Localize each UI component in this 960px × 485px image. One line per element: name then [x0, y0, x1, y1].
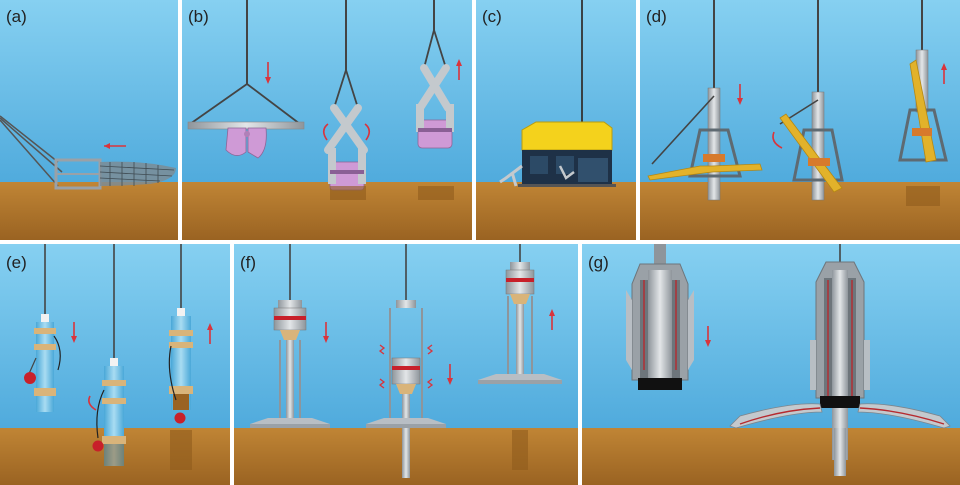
arrow-down-f1-head [323, 336, 329, 343]
arrow-left-head [104, 143, 110, 149]
multicorer-landing [250, 244, 330, 428]
multicorer-ascending [478, 244, 562, 384]
panel-a-label: (a) [6, 7, 27, 26]
trawl-cables [0, 115, 63, 187]
panel-d-label: (d) [646, 7, 667, 26]
gravity-corer-descending [24, 244, 61, 412]
panel-f-label: (f) [240, 253, 256, 272]
panel-c-label: (c) [482, 7, 502, 26]
panel-d: (d) [640, 0, 960, 240]
grab-closed-ascending [416, 0, 454, 149]
trawl-net [99, 161, 176, 186]
sediment-hole-f [512, 430, 528, 470]
arrow-up-d-head [941, 63, 947, 70]
arrow-down-e-head [71, 336, 77, 343]
arrow-down-b-head [265, 77, 271, 84]
arrow-down-d-head [737, 98, 743, 105]
panel-c: (c) [476, 0, 636, 240]
grab-closing [324, 0, 368, 191]
rov-vehicle [499, 121, 616, 187]
panel-a-sediment [0, 182, 178, 240]
panel-g-label: (g) [588, 253, 609, 272]
panel-g: (g) [582, 244, 960, 485]
arrow-up-e-head [207, 323, 213, 330]
scoop-grab-descending [647, 0, 763, 201]
arrow-curve-right-b [364, 123, 371, 141]
panel-g-sediment [582, 428, 960, 485]
sediment-shadow-b [330, 186, 366, 200]
sediment-hole-b [418, 186, 454, 200]
panel-b: (b) [182, 0, 472, 240]
gravity-corer-penetrating [92, 244, 126, 466]
arrow-up-b-head [456, 59, 462, 66]
sediment-hole-e [170, 430, 192, 470]
arrow-curve-d [772, 131, 783, 149]
arrow-down-f2-head [447, 378, 453, 385]
scoop-grab-ascending [898, 0, 948, 163]
arrow-curve-left-b [322, 123, 329, 141]
sediment-hole-d [906, 186, 940, 206]
panel-b-label: (b) [188, 7, 209, 26]
panel-e-label: (e) [6, 253, 27, 272]
arrow-curve-e [88, 395, 97, 411]
multicorer-penetrating [366, 244, 446, 478]
seabed-drill-landed [729, 244, 951, 476]
scoop-grab-rotating [779, 0, 844, 201]
seabed-drill-descending [626, 244, 694, 390]
grab-open-descending [187, 0, 305, 159]
arrow-down-g-head [705, 340, 711, 347]
gravity-corer-ascending [168, 244, 193, 424]
panel-c-sediment [476, 182, 636, 240]
panel-e: (e) [0, 244, 230, 485]
arrow-up-f-head [549, 309, 555, 316]
vibration-marks [378, 344, 434, 389]
panel-a: (a) [0, 0, 178, 240]
panel-f: (f) [234, 244, 578, 485]
